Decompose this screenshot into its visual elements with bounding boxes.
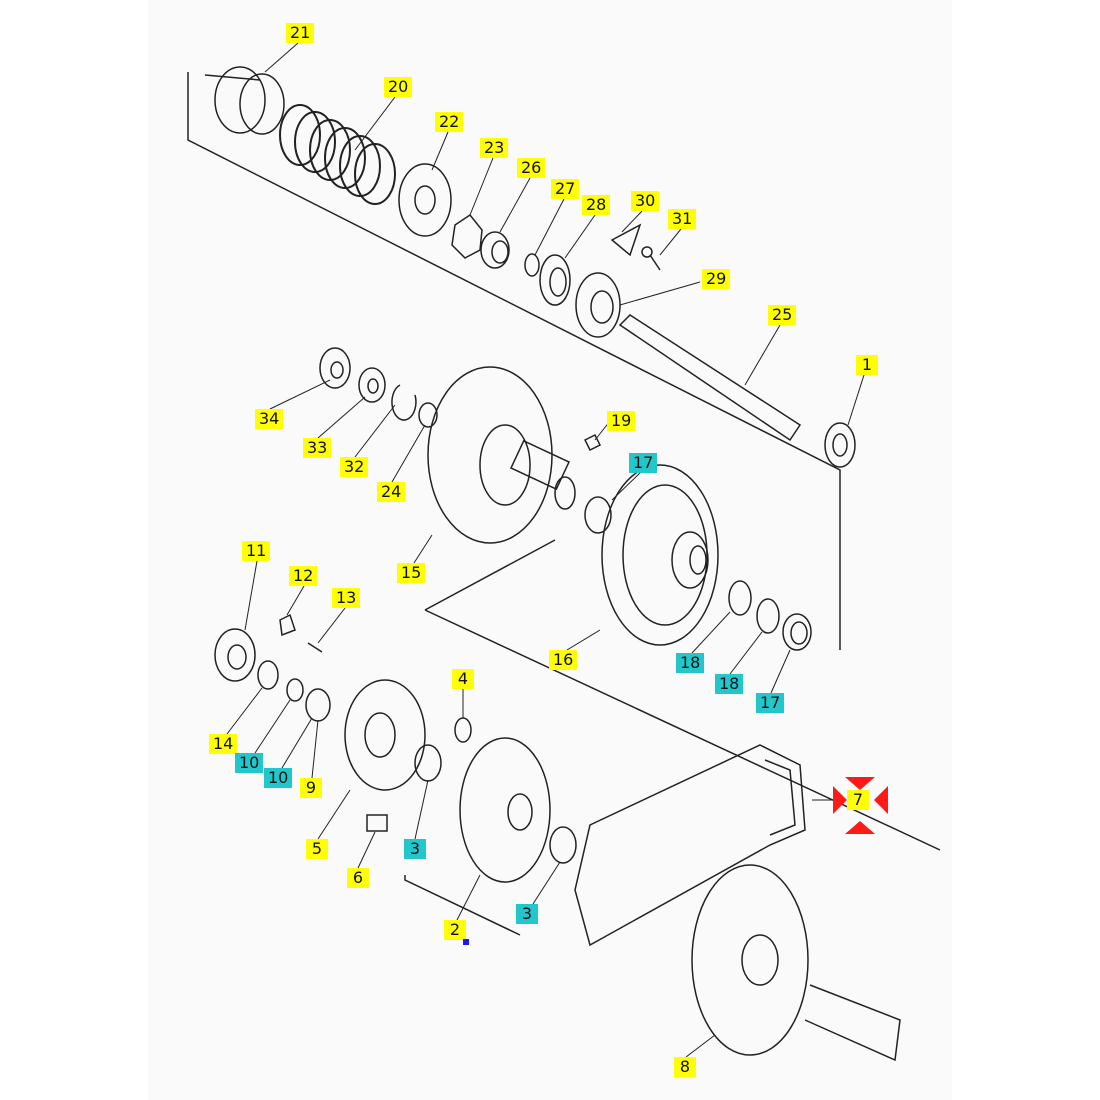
callout-5[interactable]: 5 (306, 839, 328, 859)
callout-7[interactable]: 7 (847, 790, 869, 810)
callout-15[interactable]: 15 (397, 563, 426, 583)
left-bearings (319, 347, 438, 428)
cursor-marker (463, 939, 469, 945)
main-shaft (618, 314, 856, 468)
callout-13[interactable]: 13 (332, 588, 361, 608)
callout-27[interactable]: 27 (551, 179, 580, 199)
callout-31[interactable]: 31 (668, 209, 697, 229)
sheave-16 (601, 464, 812, 651)
callout-11[interactable]: 11 (242, 541, 271, 561)
callout-20[interactable]: 20 (384, 77, 413, 97)
callout-9[interactable]: 9 (300, 778, 322, 798)
arrow-left-icon (874, 786, 888, 814)
callout-4[interactable]: 4 (452, 669, 474, 689)
callout-30[interactable]: 30 (631, 191, 660, 211)
callout-3-first[interactable]: 3 (404, 839, 426, 859)
callout-3-second[interactable]: 3 (516, 904, 538, 924)
callout-12[interactable]: 12 (289, 566, 318, 586)
callout-32[interactable]: 32 (340, 457, 369, 477)
sheave-15 (427, 366, 612, 544)
callout-6[interactable]: 6 (347, 868, 369, 888)
arrow-down-icon (845, 777, 875, 790)
callout-19[interactable]: 19 (607, 411, 636, 431)
callout-16[interactable]: 16 (549, 650, 578, 670)
callout-8[interactable]: 8 (674, 1057, 696, 1077)
callout-2[interactable]: 2 (444, 920, 466, 940)
callout-10-second[interactable]: 10 (264, 768, 293, 788)
callout-18-first[interactable]: 18 (676, 653, 705, 673)
callout-10-first[interactable]: 10 (235, 753, 264, 773)
assembly-frame-lines (187, 72, 941, 936)
drive-belt (574, 744, 806, 947)
callout-21[interactable]: 21 (286, 23, 315, 43)
callout-34[interactable]: 34 (255, 409, 284, 429)
sheave-8 (691, 864, 901, 1062)
callout-26[interactable]: 26 (517, 158, 546, 178)
arrow-up-icon (845, 821, 875, 834)
callout-28[interactable]: 28 (582, 195, 611, 215)
callout-33[interactable]: 33 (303, 438, 332, 458)
callout-25[interactable]: 25 (768, 305, 797, 325)
callout-23[interactable]: 23 (480, 138, 509, 158)
callout-22[interactable]: 22 (435, 112, 464, 132)
callout-18-second[interactable]: 18 (715, 674, 744, 694)
arrow-right-icon (833, 786, 847, 814)
callout-17-lower[interactable]: 17 (756, 693, 785, 713)
callout-29[interactable]: 29 (702, 269, 731, 289)
callout-14[interactable]: 14 (209, 734, 238, 754)
diagram-canvas (148, 0, 952, 1100)
callout-17-upper[interactable]: 17 (629, 453, 658, 473)
callout-1[interactable]: 1 (856, 355, 878, 375)
callout-24[interactable]: 24 (377, 482, 406, 502)
leader-lines (226, 42, 865, 1058)
